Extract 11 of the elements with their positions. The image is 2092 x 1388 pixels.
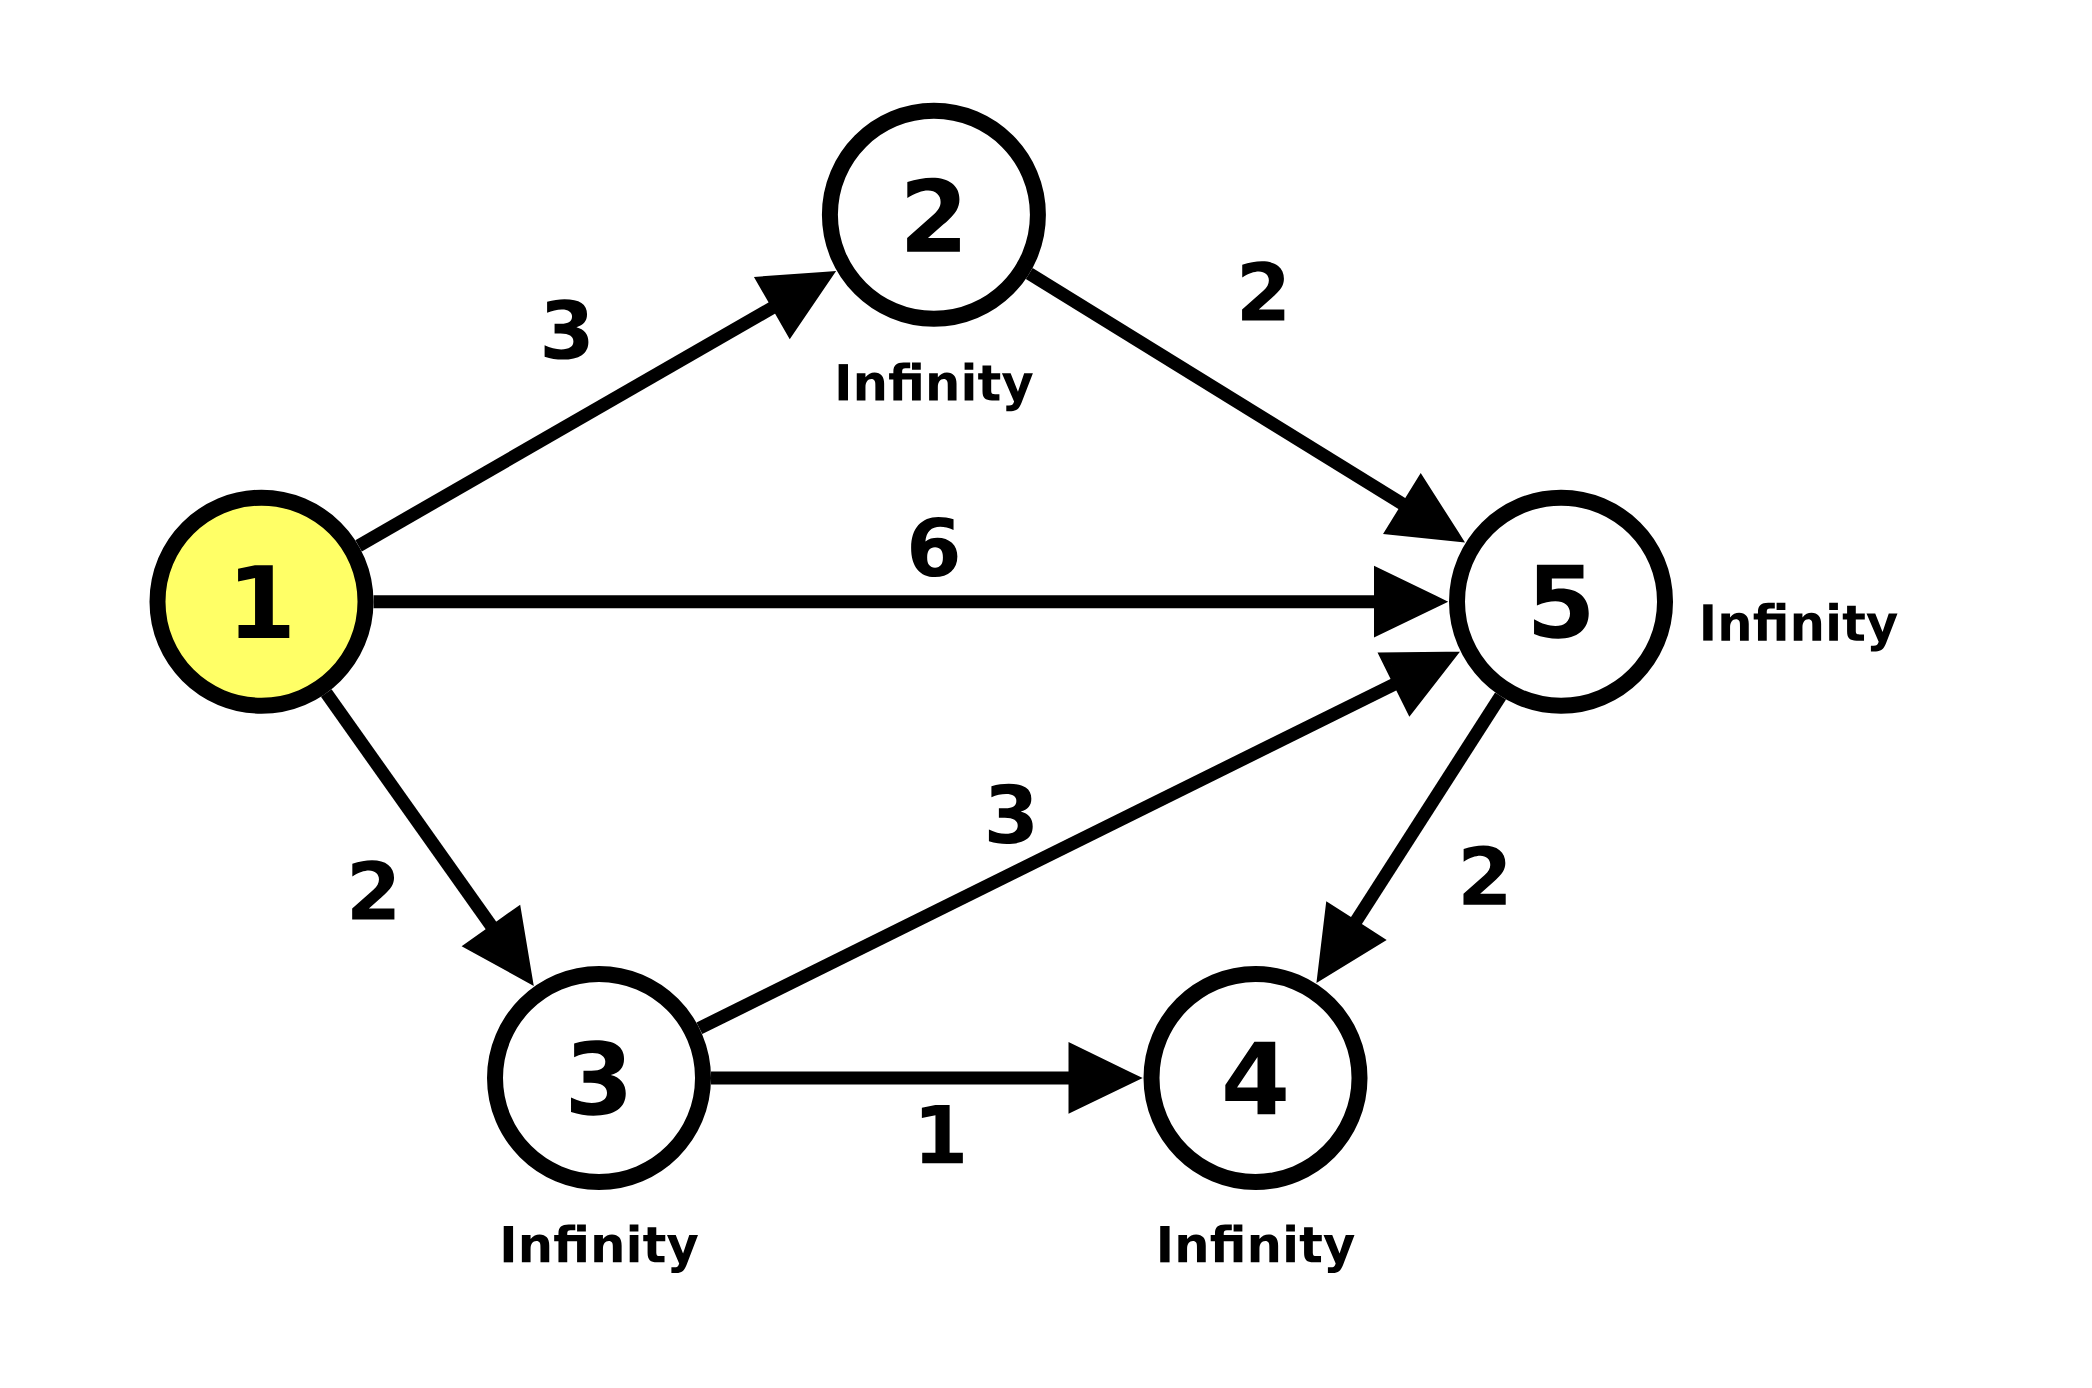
edge-label: 1 bbox=[921, 1105, 963, 1164]
edge-label: 2 bbox=[1242, 261, 1285, 321]
edge-label: 3 bbox=[544, 299, 589, 360]
edge-label: 3 bbox=[988, 783, 1033, 844]
distance-label: Infinity bbox=[1160, 1224, 1355, 1274]
edge-label: 6 bbox=[911, 516, 958, 578]
distance-label: Infinity bbox=[1703, 602, 1898, 652]
edge-label: 2 bbox=[1463, 845, 1506, 905]
distance-label: Infinity bbox=[503, 1224, 698, 1274]
distance-label: Infinity bbox=[838, 362, 1033, 412]
edge-label: 2 bbox=[352, 860, 395, 920]
